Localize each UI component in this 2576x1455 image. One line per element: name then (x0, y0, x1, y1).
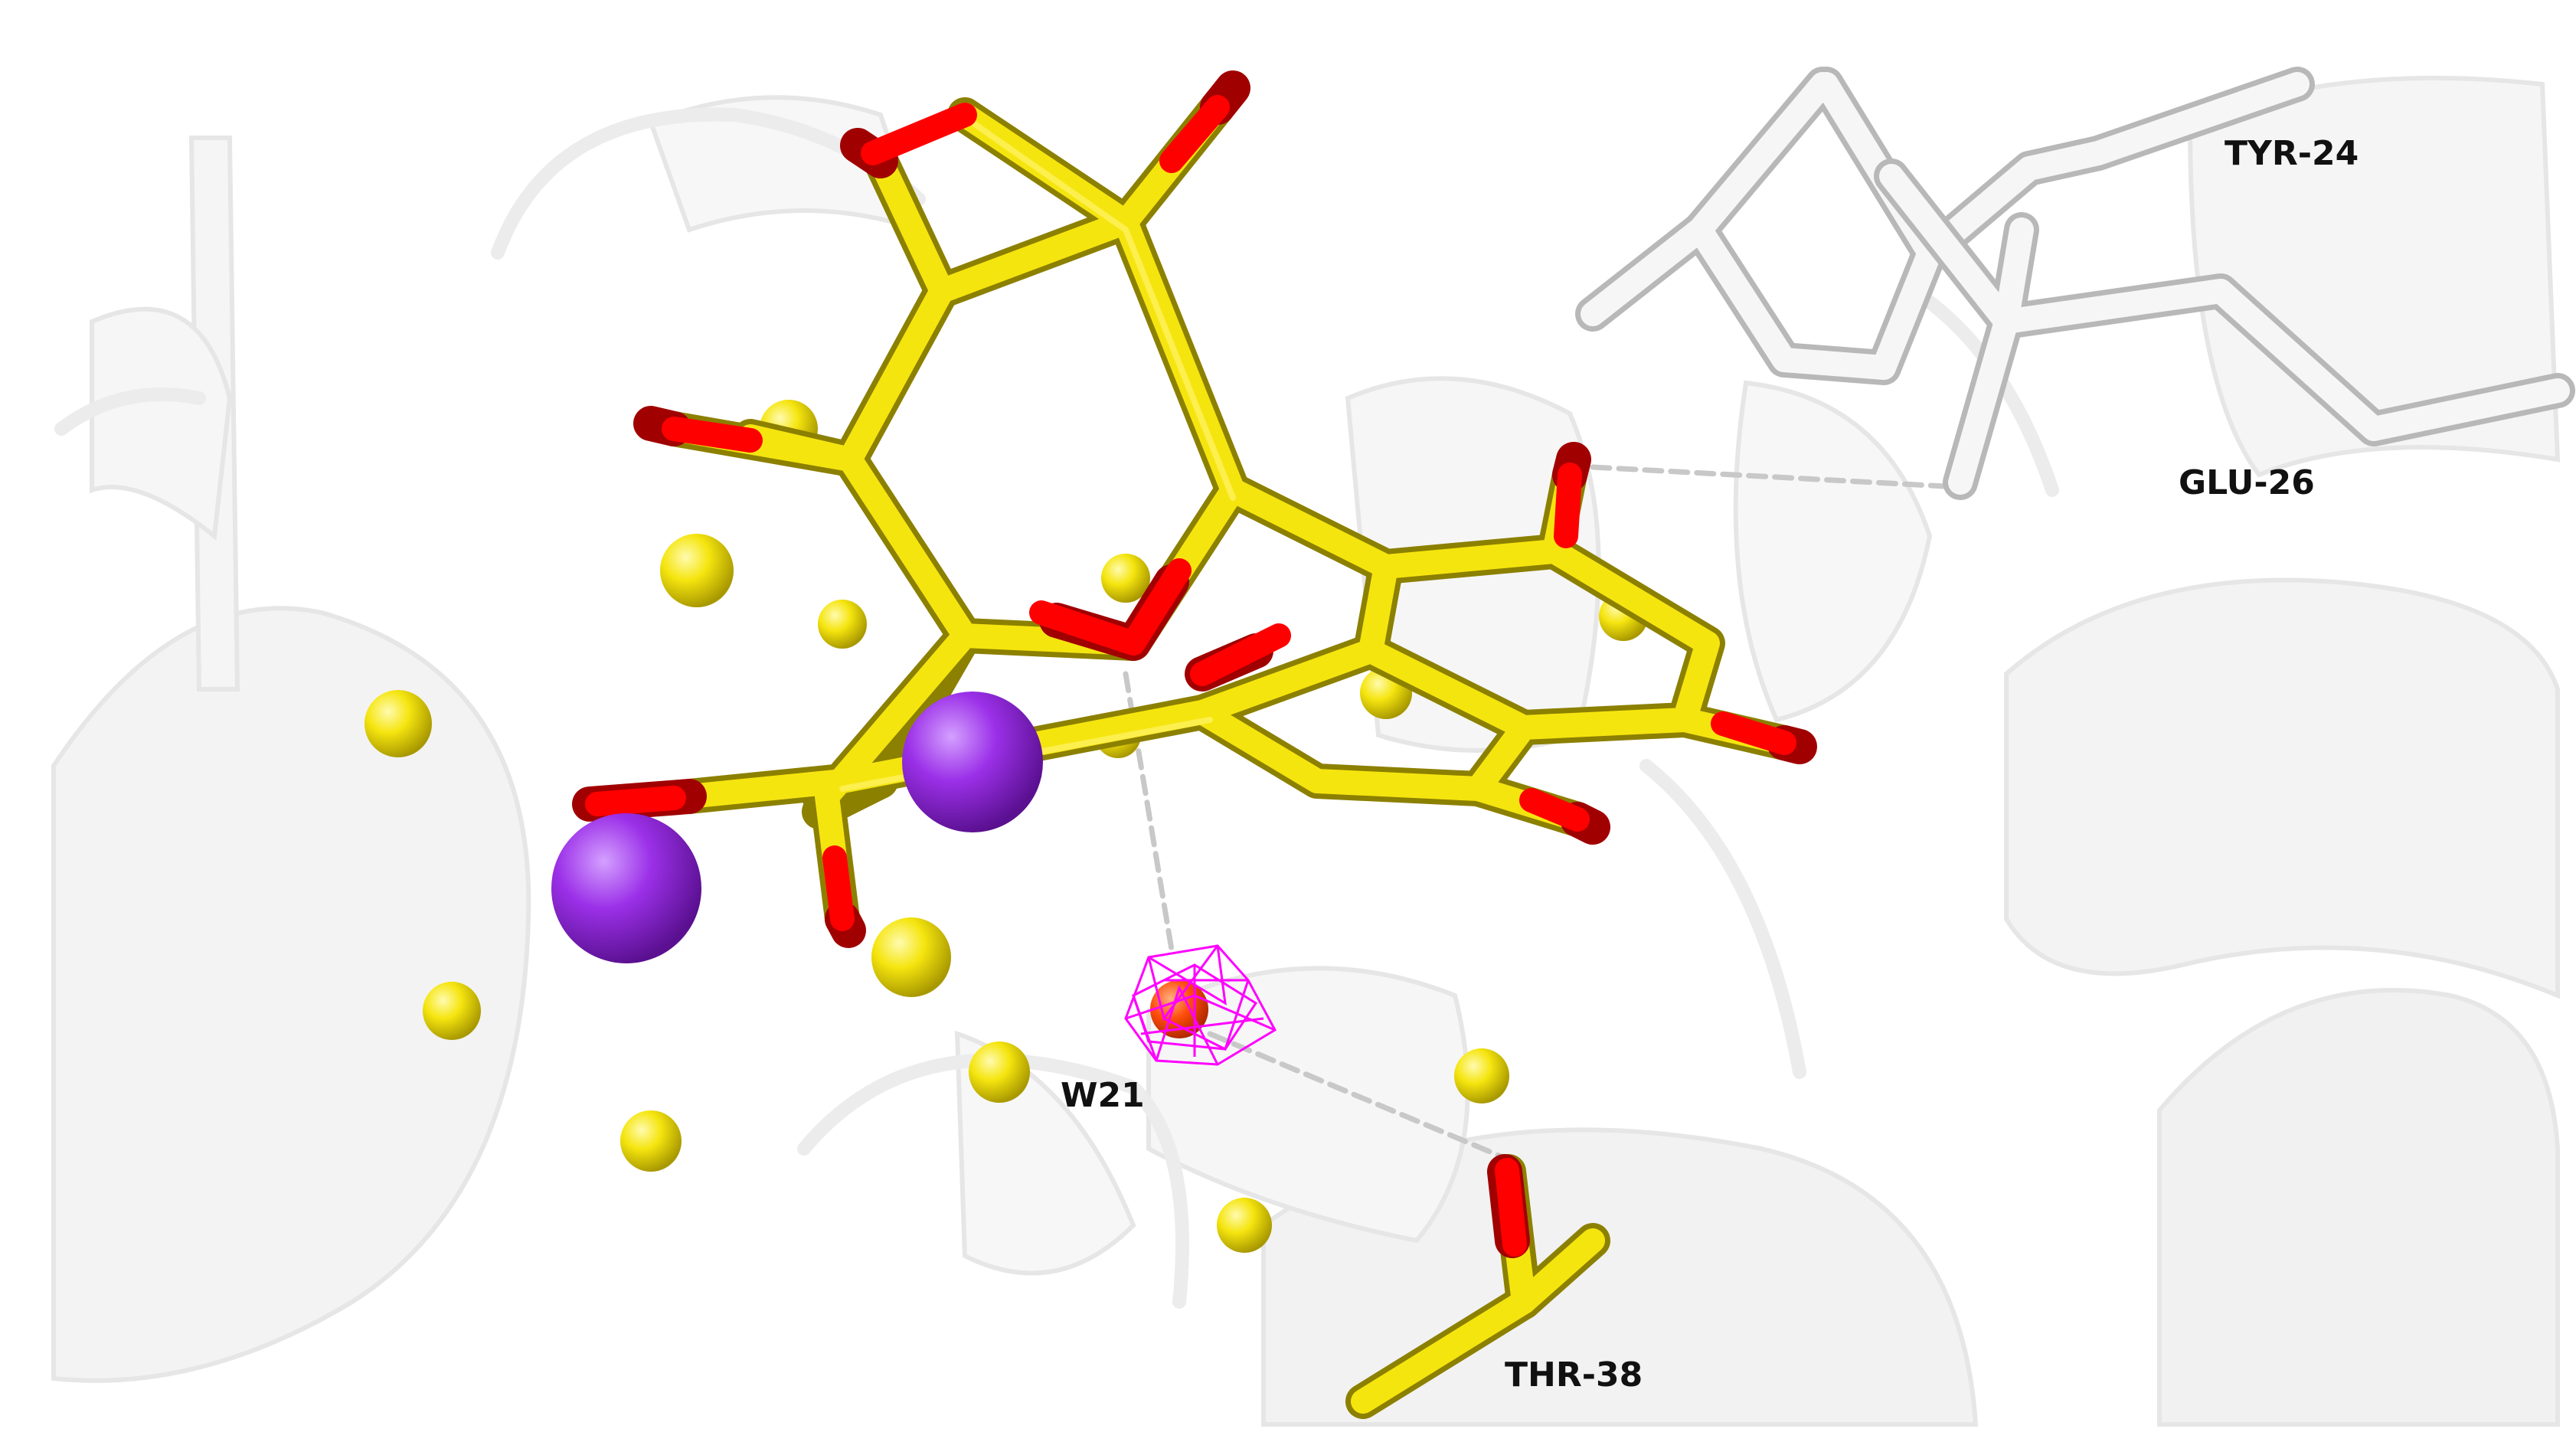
sphere (871, 917, 951, 997)
sphere (1101, 554, 1150, 603)
sodium-ion (902, 692, 1043, 832)
sodium-ions (551, 692, 1043, 963)
label-glu26: GLU-26 (2179, 463, 2315, 502)
protein-cartoon (51, 75, 2561, 1427)
sphere (364, 690, 432, 757)
residue-glu26 (1874, 159, 2575, 500)
label-tyr24: TYR-24 (2225, 134, 2359, 173)
sphere (620, 1110, 682, 1172)
sphere (660, 534, 734, 607)
hbond-ligand-w21 (1123, 671, 1175, 953)
small-spheres-front (364, 690, 1509, 1253)
label-w21: W21 (1061, 1076, 1145, 1115)
density-mesh (1124, 944, 1277, 1066)
water-w21 (1124, 944, 1277, 1066)
ligand (572, 70, 1817, 948)
sphere (423, 982, 481, 1040)
sphere (1217, 1198, 1272, 1253)
label-thr38: THR-38 (1505, 1355, 1643, 1395)
hbond-ligand-glu26 (1590, 464, 1948, 489)
residue-thr38 (1345, 1154, 1610, 1419)
sphere (818, 600, 867, 649)
hydrogen-bonds (1123, 464, 1948, 1159)
sphere (1454, 1048, 1509, 1104)
hbond-w21-thr38 (1207, 1031, 1504, 1159)
sodium-ion (551, 813, 701, 963)
sphere (969, 1041, 1030, 1103)
